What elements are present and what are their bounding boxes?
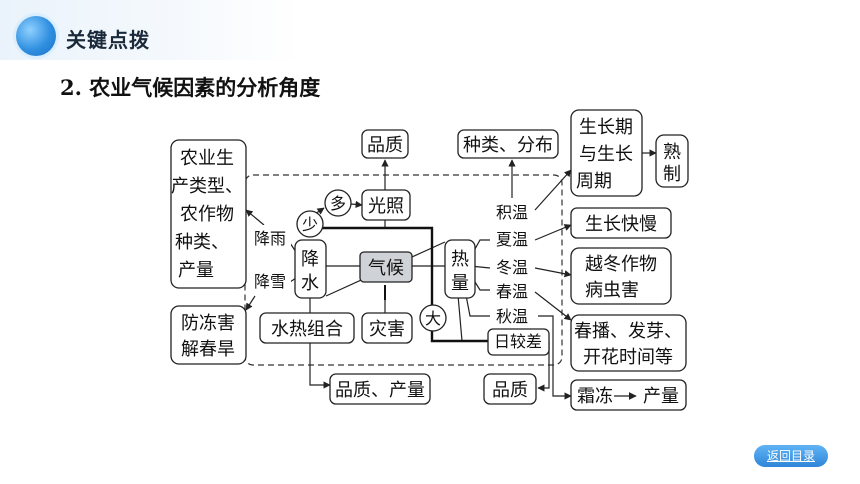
box-rain	[249, 225, 291, 251]
circle-more	[324, 189, 352, 217]
boxes	[170, 109, 689, 411]
label-large: 大	[425, 309, 441, 328]
label-frost-yield-b: 产量	[643, 386, 679, 407]
page-subtitle: 2. 农业气候因素的分析角度	[60, 75, 321, 100]
label-mature-1: 熟	[663, 142, 681, 163]
label-summer-temp: 夏温	[496, 230, 528, 249]
label-ag-4: 种类、	[175, 232, 229, 253]
label-spring-temp: 春温	[496, 282, 528, 301]
label-frost-yield-a: 霜冻	[577, 386, 613, 407]
label-heat-top: 热	[451, 249, 469, 270]
label-more: 多	[330, 194, 346, 213]
label-spring-2: 开花时间等	[583, 347, 673, 368]
circle-less	[296, 210, 324, 238]
box-frost	[170, 305, 247, 365]
label-sunlight: 光照	[368, 196, 404, 217]
label-precip-bottom: 水	[301, 273, 319, 294]
label-winter-temp: 冬温	[496, 258, 528, 277]
box-heat	[444, 239, 476, 299]
label-hydro: 水热组合	[271, 319, 343, 340]
label-growth-1: 生长期	[579, 117, 633, 138]
label-mature-2: 制	[663, 164, 681, 185]
label-winter-2: 病虫害	[585, 280, 639, 301]
box-hydro	[259, 312, 355, 344]
label-quality-top: 品质	[367, 135, 403, 156]
label-quality-yield: 品质、产量	[335, 380, 425, 401]
label-frost-1: 防冻害	[181, 313, 235, 334]
box-winter	[570, 247, 672, 305]
back-to-contents-button[interactable]: 返回目录	[754, 445, 828, 467]
label-frost-2: 解春旱	[181, 339, 235, 360]
label-winter-1: 越冬作物	[585, 254, 657, 275]
label-snow: 降雪	[254, 272, 286, 291]
circles	[296, 189, 447, 332]
label-species: 种类、分布	[463, 135, 553, 156]
label-spring-1: 春播、发芽、	[574, 321, 682, 342]
box-diurnal	[487, 328, 550, 356]
box-precip	[294, 239, 327, 299]
label-quality-mid: 品质	[492, 380, 528, 401]
label-heat-bottom: 量	[451, 273, 469, 294]
connectors	[245, 149, 657, 400]
box-climate	[359, 251, 413, 283]
label-acc-temp: 积温	[496, 203, 528, 222]
box-growth-period	[570, 109, 643, 197]
label-less: 少	[302, 215, 318, 234]
box-maturity	[655, 134, 689, 188]
label-disaster: 灾害	[369, 319, 405, 340]
label-rain: 降雨	[254, 229, 286, 248]
box-quality-yield	[329, 373, 431, 405]
section-title: 关键点拨	[66, 28, 150, 52]
box-snow	[249, 268, 291, 294]
label-ag-5: 产量	[178, 260, 214, 281]
box-quality-top	[361, 129, 409, 159]
box-sunlight	[361, 189, 411, 221]
label-diurnal: 日较差	[494, 332, 542, 351]
circle-large	[419, 304, 447, 332]
box-quality-mid	[483, 373, 537, 405]
label-ag-2: 产类型、	[171, 176, 243, 197]
label-ag-1: 农业生	[180, 148, 234, 169]
label-autumn-temp: 秋温	[496, 307, 528, 326]
label-precip-top: 降	[301, 249, 319, 270]
box-spring	[570, 314, 687, 372]
box-frost-yield	[570, 379, 687, 411]
label-growth-3: 周期	[576, 171, 612, 192]
section-orb-icon	[16, 16, 56, 56]
label-climate: 气候	[368, 258, 404, 279]
less-to-diurnal-line	[322, 226, 488, 343]
box-disaster	[361, 312, 413, 344]
label-growth-speed: 生长快慢	[585, 214, 657, 235]
box-ag-types	[170, 139, 247, 289]
box-growth-speed	[570, 207, 672, 239]
label-growth-2: 与生长	[579, 144, 633, 165]
label-ag-3: 农作物	[180, 204, 234, 225]
box-species	[457, 129, 559, 159]
